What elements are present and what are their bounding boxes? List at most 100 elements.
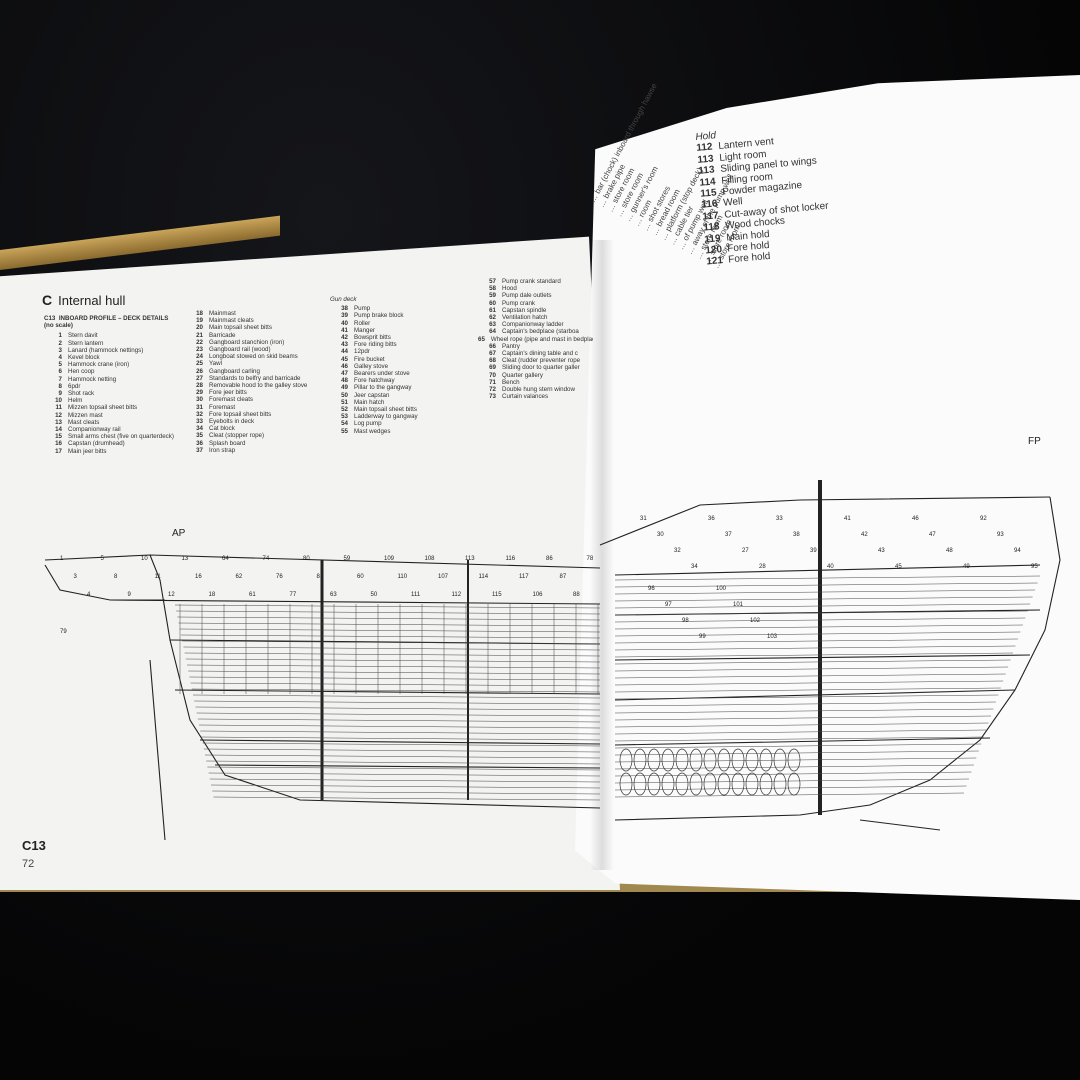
plank-line: [201, 736, 601, 741]
callout-number: 31: [640, 516, 647, 522]
legend-item-text: Capstan (drumhead): [68, 440, 125, 448]
legend-item-number: 71: [489, 378, 496, 386]
callout-number: 93: [997, 532, 1004, 538]
barrel: [717, 748, 731, 772]
legend-item-text: Main hatch: [354, 398, 385, 406]
plank-line: [614, 659, 1011, 665]
legend-item-number: 51: [341, 398, 348, 406]
plank-line: [614, 708, 994, 714]
legend-item-number: 61: [489, 306, 496, 314]
legend-item-text: Kevel block: [68, 354, 100, 362]
callout-number: 50: [371, 592, 378, 598]
legend-item-text: Bench: [502, 378, 520, 386]
legend-group-gun-deck: Gun deck: [330, 296, 357, 303]
callout-number: 3: [74, 574, 78, 580]
callout-number: 103: [767, 634, 778, 640]
callout-number: 79: [60, 629, 67, 635]
plank-line: [190, 682, 601, 687]
callout-number: 107: [438, 574, 449, 580]
legend-item-text: Barricade: [209, 331, 236, 339]
legend-item-number: 42: [341, 334, 348, 342]
legend-item-number: 14: [55, 426, 62, 434]
legend-item-text: Mast wedges: [354, 427, 391, 435]
section-letter: C: [42, 292, 53, 308]
legend-item-text: Gangboard rail (wood): [209, 346, 271, 354]
legend-item-number: 70: [489, 371, 496, 379]
callout-number: 94: [1014, 548, 1021, 554]
legend-item-number: 43: [341, 341, 348, 349]
legend-item-text: Pump crank: [502, 299, 536, 307]
callout-number: 64: [222, 556, 229, 562]
legend-item-number: 4: [58, 354, 62, 362]
barrel: [661, 772, 675, 796]
legend-item-text: Fire bucket: [354, 355, 385, 363]
legend-item-text: Capstan spindle: [502, 306, 547, 314]
plank-line: [614, 694, 999, 700]
plank-line: [178, 622, 601, 627]
legend-item: 42 Bowsprit bitts: [330, 334, 480, 341]
callout-number: 47: [929, 532, 936, 538]
legend-item-text: Standards to belfry and barricade: [209, 374, 301, 382]
callout-number: 60: [357, 574, 364, 580]
legend-item-text: Fore hatchway: [354, 377, 395, 385]
legend-item-text: Foremast cleats: [209, 396, 254, 404]
legend-item-text: Captain's bedplace (starboa: [502, 328, 579, 336]
barrel: [787, 748, 801, 772]
legend-item-number: 55: [341, 427, 348, 435]
legend-item-number: 32: [196, 410, 203, 418]
legend-item-number: 54: [341, 420, 348, 428]
plank-line: [614, 666, 1009, 672]
legend-item-text: Removable hood to the galley stove: [209, 382, 308, 390]
legend-item-text: Pillar to the gangway: [354, 384, 412, 392]
legend-item-text: Gangboard carling: [209, 367, 260, 375]
legend-item-number: 52: [341, 406, 348, 414]
plank-line: [183, 646, 601, 651]
legend-item-number: 34: [196, 425, 203, 433]
barrel: [689, 772, 703, 796]
plank-line: [207, 766, 601, 771]
legend-item-number: 62: [489, 314, 496, 322]
legend-item-text: Bowsprit bitts: [354, 334, 391, 342]
callout-number: 36: [708, 516, 715, 522]
legend-item-text: Curtain valances: [502, 393, 549, 401]
legend-item-number: 45: [341, 355, 348, 363]
barrel: [633, 772, 647, 796]
callout-number: 8: [114, 574, 118, 580]
legend-item-number: 53: [341, 413, 348, 421]
legend-item-text: Roller: [354, 319, 371, 327]
barrel: [773, 748, 787, 772]
right-page: [575, 75, 1080, 900]
fore-perpendicular-marker: FP: [1028, 436, 1041, 447]
callout-number: 98: [682, 618, 689, 624]
callout-number: 111: [411, 592, 421, 598]
callout-number: 49: [963, 564, 970, 570]
legend-item: 4 Kevel block: [44, 354, 179, 361]
barrel: [689, 748, 703, 772]
legend-item-number: 9: [58, 390, 62, 398]
legend-item-number: 72: [489, 386, 496, 394]
legend-item-text: Mizzen topsail sheet bitts: [68, 404, 138, 412]
legend-item-text: Ventilation hatch: [502, 314, 548, 322]
legend-item-text: Sliding door to quarter galler: [502, 364, 580, 372]
legend-item-text: Captain's dining table and c: [502, 350, 578, 358]
hull-outline: [44, 480, 1061, 841]
callout-number: 110: [398, 574, 408, 580]
legend-item-text: Hammock netting: [68, 375, 117, 383]
barrel: [731, 748, 745, 772]
legend-item: 62 Ventilation hatch: [478, 314, 593, 321]
plank-line: [202, 742, 601, 747]
plank-line: [180, 634, 601, 639]
book-gutter: [590, 240, 614, 870]
